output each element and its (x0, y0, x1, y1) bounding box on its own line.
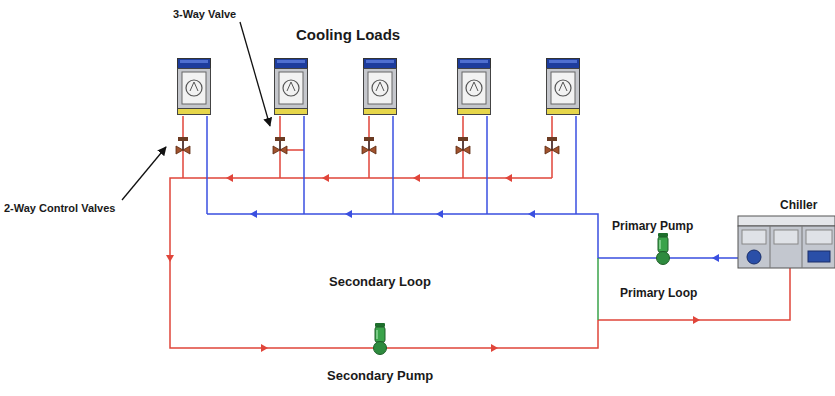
callout-label: 2-Way Control Valves (4, 202, 115, 214)
cooling-load-units (178, 59, 580, 115)
flow-arrow (528, 210, 535, 218)
chiller-panel (806, 230, 832, 244)
return-branch (303, 116, 305, 214)
flow-arrows (166, 174, 719, 352)
two-way-valve (176, 137, 190, 154)
equipment-label: Primary Pump (612, 220, 693, 233)
cooling-load-unit (547, 59, 580, 115)
three-way-valve (273, 137, 287, 154)
secondary-supply-pipe (170, 178, 598, 348)
loop-label: Secondary Loop (329, 275, 431, 289)
leader-line (240, 22, 270, 126)
decoupler-pipe (597, 258, 599, 320)
cooling-load-unit (364, 59, 397, 115)
return-branch (392, 116, 394, 214)
flow-arrow (505, 174, 512, 182)
secondary-pump-symbol (374, 323, 387, 355)
chiller-panel-line (770, 226, 771, 268)
chiller-body (738, 226, 835, 268)
cooling-load-unit (178, 59, 211, 115)
leader-line (122, 147, 166, 200)
equipment-label: Chiller (780, 199, 817, 212)
return-branch (575, 116, 577, 214)
chiller-panel (742, 230, 766, 244)
chiller-compressor (808, 251, 830, 262)
equipment-label: Secondary Pump (327, 369, 433, 383)
primary-loop-pipe (598, 268, 790, 320)
primary-pump-symbol (657, 233, 670, 265)
chiller-top (738, 216, 835, 226)
flow-arrow (712, 254, 719, 262)
leader-lines (122, 22, 270, 200)
two-way-valve (545, 137, 559, 154)
flow-arrow (413, 174, 420, 182)
supply-piping (170, 116, 790, 348)
callout-label: 3-Way Valve (173, 8, 236, 20)
chiller-motor (747, 250, 761, 264)
cooling-load-unit (275, 59, 308, 115)
return-branch (486, 116, 488, 214)
chiller-symbol (738, 216, 835, 268)
chiller-panel-line (802, 226, 803, 268)
flow-arrow (166, 255, 174, 262)
flow-arrow (226, 174, 233, 182)
flow-arrow (345, 210, 352, 218)
flow-arrow (436, 210, 443, 218)
flow-arrow (322, 174, 329, 182)
two-way-valve (456, 137, 470, 154)
flow-arrow (250, 210, 257, 218)
flow-arrow (261, 344, 268, 352)
cooling-load-unit (458, 59, 491, 115)
flow-arrow (693, 316, 700, 324)
chiller-panel (774, 230, 798, 244)
control-valves (176, 137, 559, 154)
group-heading: Cooling Loads (296, 27, 400, 44)
return-branch (206, 116, 208, 214)
two-way-valve (362, 137, 376, 154)
flow-arrow (491, 344, 498, 352)
loop-label: Primary Loop (620, 287, 697, 300)
